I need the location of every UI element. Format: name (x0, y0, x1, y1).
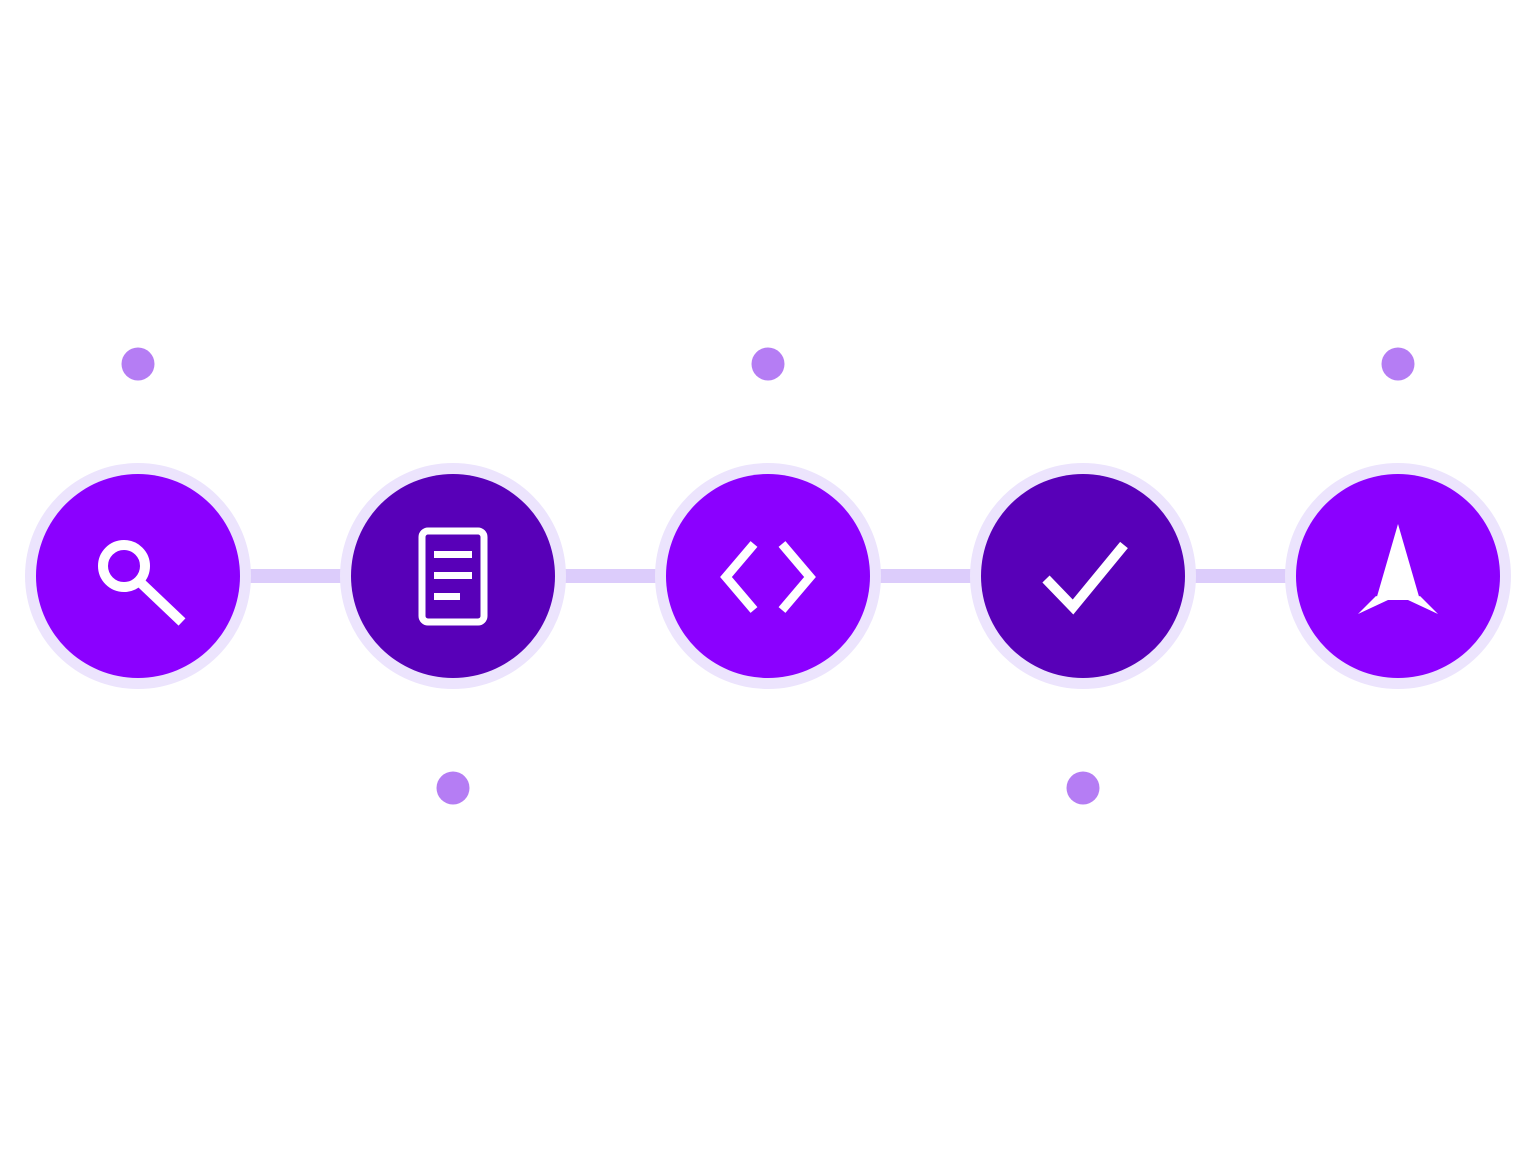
search-icon (98, 540, 186, 626)
document-icon (418, 527, 488, 626)
step-circle (666, 474, 870, 678)
marker-dot-above (121, 347, 155, 381)
rocket-icon (1358, 524, 1438, 614)
marker-dots (121, 347, 1415, 805)
step-node (970, 463, 1196, 689)
code-icon (720, 541, 816, 613)
marker-dot-below (436, 771, 470, 805)
marker-dot-below (1066, 771, 1100, 805)
checkmark-icon (1042, 541, 1128, 615)
step-node (340, 463, 566, 689)
step-node (25, 463, 251, 689)
connector-line (247, 569, 344, 583)
connector-line (877, 569, 974, 583)
step-node (1285, 463, 1511, 689)
step-nodes (25, 463, 1511, 689)
connector-line (1192, 569, 1289, 583)
connector-line (562, 569, 659, 583)
connector-lines (247, 569, 1289, 583)
step-node (655, 463, 881, 689)
marker-dot-above (751, 347, 785, 381)
marker-dot-above (1381, 347, 1415, 381)
step-circle (981, 474, 1185, 678)
